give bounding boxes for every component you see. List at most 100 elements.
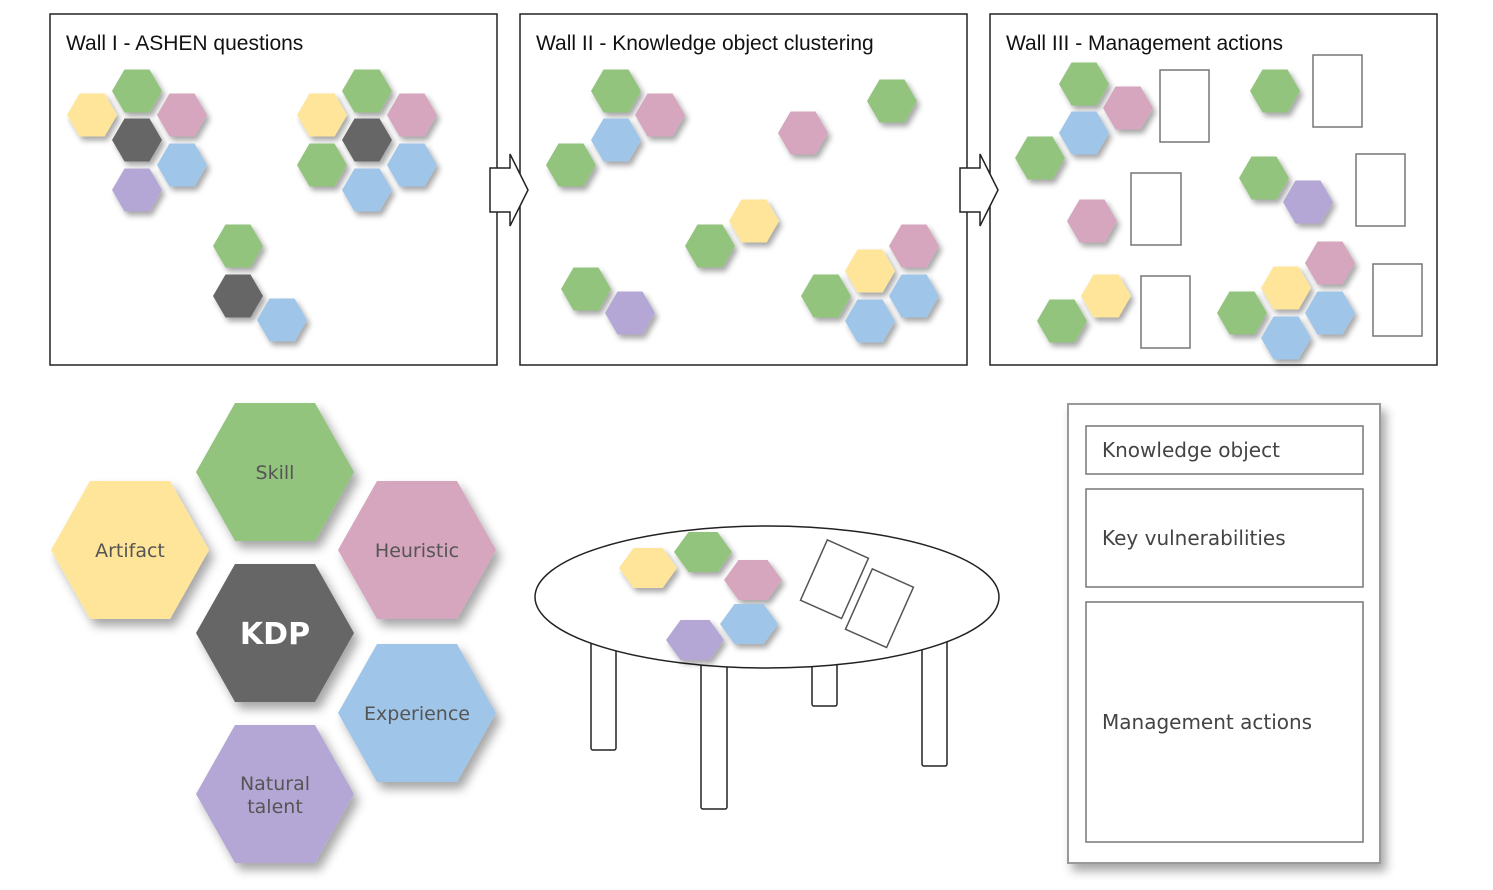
green-hexagon bbox=[1250, 69, 1300, 113]
pink-hexagon bbox=[387, 93, 437, 137]
green-hexagon bbox=[1239, 156, 1289, 200]
skill-hexagon bbox=[196, 403, 354, 541]
blue-hexagon bbox=[591, 118, 641, 162]
table-hexes bbox=[619, 532, 782, 660]
green-hexagon bbox=[546, 143, 596, 187]
green-hexagon bbox=[1015, 136, 1065, 180]
skill-label: Skill bbox=[256, 462, 295, 484]
management-card bbox=[1355, 153, 1406, 227]
management-card bbox=[1130, 172, 1182, 246]
dark-hexagon bbox=[213, 274, 263, 318]
pink-hexagon bbox=[157, 93, 207, 137]
blue-hexagon bbox=[1261, 316, 1311, 360]
pink-hexagon bbox=[1067, 199, 1117, 243]
wall-3-cards bbox=[1130, 54, 1423, 349]
heuristic-label: Heuristic bbox=[375, 540, 459, 562]
green-hexagon bbox=[297, 143, 347, 187]
blue-hexagon bbox=[1059, 111, 1109, 155]
management-card bbox=[799, 538, 870, 620]
purple-hexagon bbox=[605, 291, 655, 335]
green-hexagon bbox=[1059, 62, 1109, 106]
table-leg bbox=[590, 639, 617, 751]
pink-hexagon bbox=[1305, 241, 1355, 285]
legend-skill: Skill bbox=[196, 403, 354, 541]
artifact-hexagon bbox=[51, 481, 209, 619]
yellow-hexagon bbox=[1081, 274, 1131, 318]
table-leg bbox=[921, 639, 948, 767]
green-hexagon bbox=[112, 69, 162, 113]
table-leg bbox=[700, 654, 728, 810]
management-card bbox=[844, 567, 915, 649]
knowledge-object-card: Knowledge object Key vulnerabilities Man… bbox=[1067, 403, 1381, 864]
management-card bbox=[1159, 69, 1210, 143]
management-actions-label: Management actions bbox=[1102, 710, 1312, 734]
green-hexagon bbox=[801, 274, 851, 318]
wall-1: Wall I - ASHEN questions bbox=[49, 13, 498, 366]
yellow-hexagon bbox=[845, 249, 895, 293]
kdp-label: KDP bbox=[240, 617, 310, 652]
wall-1-title: Wall I - ASHEN questions bbox=[66, 32, 303, 55]
blue-hexagon bbox=[342, 168, 392, 212]
green-hexagon bbox=[1037, 299, 1087, 343]
purple-hexagon bbox=[1283, 180, 1333, 224]
green-hexagon bbox=[342, 69, 392, 113]
knowledge-object-field bbox=[1085, 425, 1364, 475]
wall-2-hexes bbox=[546, 69, 939, 343]
pink-hexagon bbox=[1103, 86, 1153, 130]
heuristic-hexagon bbox=[338, 481, 496, 619]
blue-hexagon bbox=[387, 143, 437, 187]
key-vulnerabilities-field bbox=[1085, 488, 1364, 588]
purple-hexagon bbox=[666, 620, 724, 660]
pink-hexagon bbox=[778, 111, 828, 155]
dark-hexagon bbox=[112, 118, 162, 162]
legend-kdp: KDP bbox=[196, 564, 354, 702]
wall-3-hexes bbox=[1015, 62, 1355, 360]
table-cards bbox=[799, 538, 915, 649]
yellow-hexagon bbox=[729, 199, 779, 243]
natural-talent-label-line1: Natural bbox=[240, 773, 310, 795]
blue-hexagon bbox=[157, 143, 207, 187]
natural-talent-hexagon bbox=[196, 725, 354, 863]
key-vulnerabilities-label: Key vulnerabilities bbox=[1102, 526, 1286, 550]
yellow-hexagon bbox=[67, 93, 117, 137]
artifact-label: Artifact bbox=[95, 540, 165, 562]
table bbox=[534, 525, 1000, 810]
green-hexagon bbox=[1217, 291, 1267, 335]
legend-heuristic: Heuristic bbox=[338, 481, 496, 619]
green-hexagon bbox=[213, 224, 263, 268]
management-card bbox=[1312, 54, 1363, 128]
management-actions-field bbox=[1085, 601, 1364, 843]
management-card bbox=[1372, 263, 1423, 337]
wall-2-title: Wall II - Knowledge object clustering bbox=[536, 32, 874, 55]
blue-hexagon bbox=[720, 604, 778, 644]
legend-artifact: Artifact bbox=[51, 481, 209, 619]
wall-3: Wall III - Management actions bbox=[989, 13, 1438, 366]
yellow-hexagon bbox=[619, 548, 677, 588]
pink-hexagon bbox=[724, 560, 782, 600]
arrow-right-icon bbox=[959, 153, 999, 227]
natural-talent-label-line2: talent bbox=[247, 796, 303, 818]
experience-hexagon bbox=[338, 644, 496, 782]
green-hexagon bbox=[561, 267, 611, 311]
wall-3-title: Wall III - Management actions bbox=[1006, 32, 1283, 55]
green-hexagon bbox=[591, 69, 641, 113]
blue-hexagon bbox=[845, 299, 895, 343]
hexagon-legend: Skill Artifact Heuristic KDP Experience … bbox=[51, 403, 496, 863]
wall-2: Wall II - Knowledge object clustering bbox=[519, 13, 968, 366]
dark-hexagon bbox=[342, 118, 392, 162]
pink-hexagon bbox=[889, 224, 939, 268]
blue-hexagon bbox=[257, 298, 307, 342]
green-hexagon bbox=[674, 532, 732, 572]
experience-label: Experience bbox=[364, 703, 470, 725]
purple-hexagon bbox=[112, 168, 162, 212]
yellow-hexagon bbox=[297, 93, 347, 137]
pink-hexagon bbox=[635, 93, 685, 137]
legend-natural-talent: Natural talent bbox=[196, 725, 354, 863]
wall-1-hexes bbox=[67, 69, 437, 342]
yellow-hexagon bbox=[1261, 266, 1311, 310]
green-hexagon bbox=[685, 224, 735, 268]
knowledge-object-label: Knowledge object bbox=[1102, 438, 1280, 462]
kdp-hexagon bbox=[196, 564, 354, 702]
green-hexagon bbox=[867, 79, 917, 123]
